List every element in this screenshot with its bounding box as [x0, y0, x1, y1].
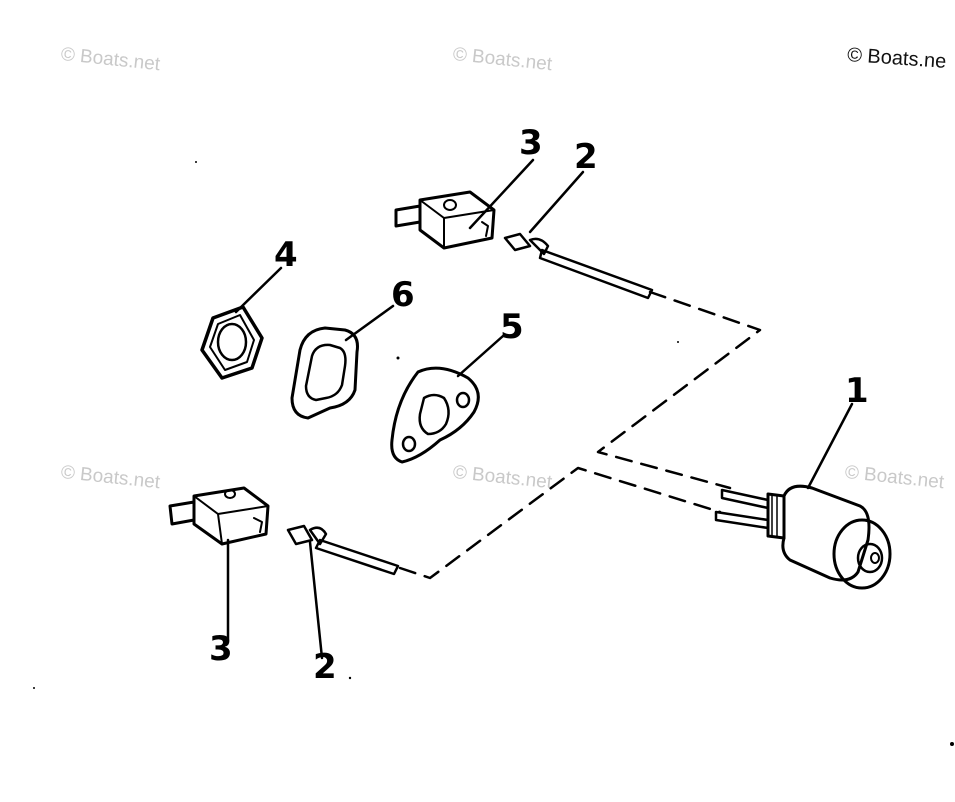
callout-3-lower: 3 [209, 629, 233, 669]
oval-gasket-part [390, 366, 480, 464]
speckles [33, 161, 954, 746]
callout-1: 1 [845, 371, 869, 411]
terminal-upper-part [503, 232, 654, 300]
callout-4: 4 [274, 235, 298, 275]
terminal-lower-part [286, 524, 400, 576]
wire-path-upper [596, 290, 762, 490]
connector-upper-part [394, 190, 496, 250]
temperature-sensor-part [714, 484, 892, 590]
square-gasket-part [290, 326, 359, 420]
callout-3-upper: 3 [519, 123, 543, 163]
callout-2-upper: 2 [574, 137, 598, 177]
connector-lower-part [168, 486, 270, 546]
callout-6: 6 [391, 275, 415, 315]
callout-5: 5 [500, 307, 524, 347]
hex-nut-part [200, 305, 264, 380]
wire-path-lower [398, 466, 722, 580]
leader-lines [226, 158, 854, 660]
callout-2-lower: 2 [313, 647, 337, 687]
